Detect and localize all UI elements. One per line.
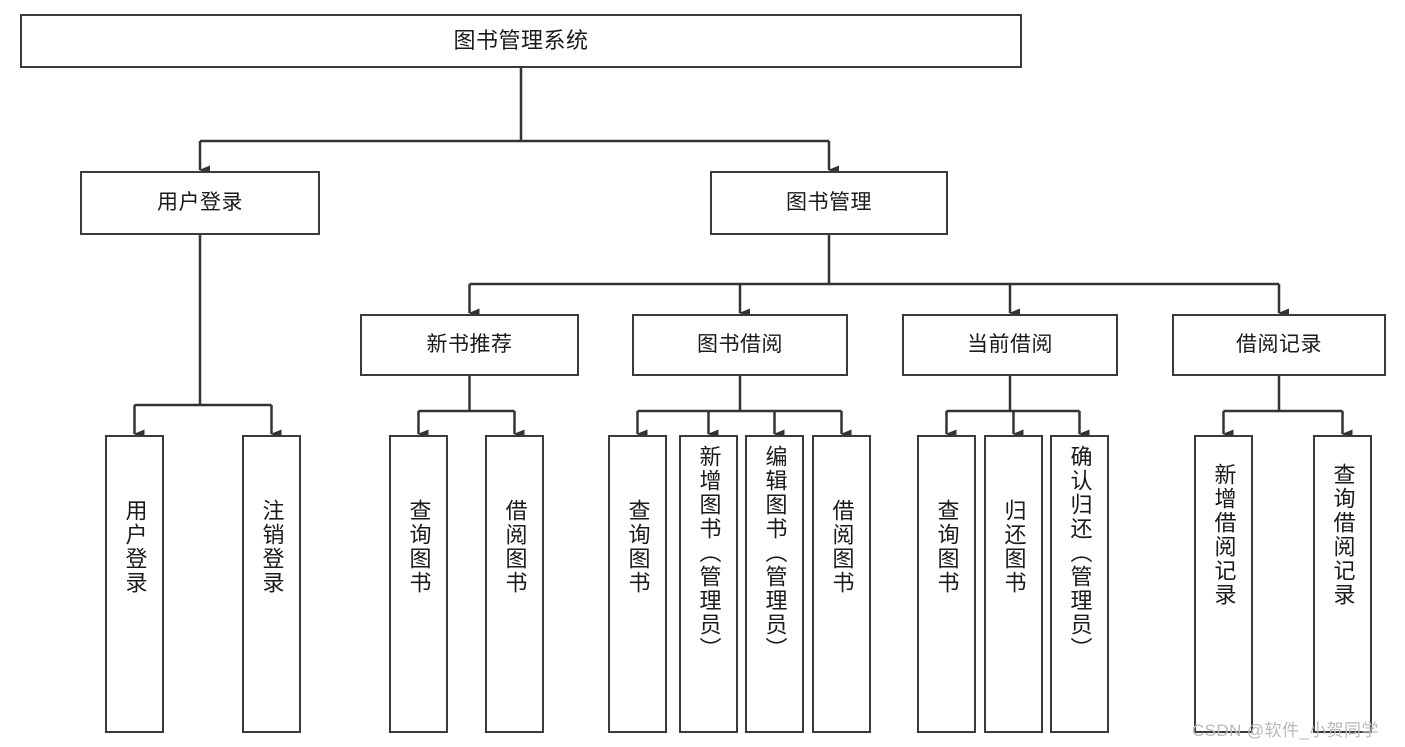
- node-label-leaf-query-book-2: 查询图书: [625, 499, 651, 595]
- node-label-borrow-record: 借阅记录: [1236, 332, 1322, 356]
- node-label-leaf-add-record: 新增借阅记录: [1211, 463, 1237, 607]
- node-label-leaf-edit-book: 编辑图书（管理员）: [762, 445, 788, 661]
- node-root[interactable]: 图书管理系统: [20, 14, 1022, 68]
- node-leaf-add-book[interactable]: 新增图书（管理员）: [679, 435, 738, 733]
- node-user-login[interactable]: 用户登录: [80, 171, 320, 235]
- node-label-leaf-borrow-book-1: 借阅图书: [502, 499, 528, 595]
- node-current-borrow[interactable]: 当前借阅: [902, 314, 1118, 376]
- node-leaf-user-login[interactable]: 用户登录: [105, 435, 164, 733]
- node-label-leaf-user-login: 用户登录: [122, 499, 148, 595]
- node-leaf-return-book[interactable]: 归还图书: [984, 435, 1043, 733]
- node-leaf-query-book-1[interactable]: 查询图书: [389, 435, 448, 733]
- node-leaf-query-record[interactable]: 查询借阅记录: [1313, 435, 1372, 733]
- node-leaf-confirm-return[interactable]: 确认归还（管理员）: [1050, 435, 1109, 733]
- node-label-leaf-borrow-book-2: 借阅图书: [829, 499, 855, 595]
- node-leaf-borrow-book-1[interactable]: 借阅图书: [485, 435, 544, 733]
- node-label-leaf-logout: 注销登录: [259, 499, 285, 595]
- node-label-leaf-return-book: 归还图书: [1001, 499, 1027, 595]
- edge-group: [133, 68, 1353, 439]
- node-label-leaf-add-book: 新增图书（管理员）: [696, 445, 722, 661]
- node-leaf-query-book-2[interactable]: 查询图书: [608, 435, 667, 733]
- node-label-book-manage: 图书管理: [786, 190, 872, 214]
- node-leaf-logout[interactable]: 注销登录: [242, 435, 301, 733]
- node-book-manage[interactable]: 图书管理: [710, 171, 948, 235]
- node-leaf-edit-book[interactable]: 编辑图书（管理员）: [745, 435, 804, 733]
- node-label-new-book-rec: 新书推荐: [426, 332, 513, 356]
- node-leaf-add-record[interactable]: 新增借阅记录: [1194, 435, 1253, 733]
- node-label-current-borrow: 当前借阅: [967, 332, 1053, 356]
- node-label-leaf-query-book-1: 查询图书: [406, 499, 432, 595]
- node-borrow-record[interactable]: 借阅记录: [1172, 314, 1386, 376]
- node-label-leaf-query-record: 查询借阅记录: [1330, 463, 1356, 607]
- node-leaf-borrow-book-2[interactable]: 借阅图书: [812, 435, 871, 733]
- node-leaf-query-book-3[interactable]: 查询图书: [917, 435, 976, 733]
- node-label-leaf-query-book-3: 查询图书: [934, 499, 960, 595]
- node-book-borrow[interactable]: 图书借阅: [632, 314, 848, 376]
- node-label-book-borrow: 图书借阅: [697, 332, 783, 356]
- node-label-user-login: 用户登录: [157, 190, 243, 214]
- node-new-book-rec[interactable]: 新书推荐: [360, 314, 579, 376]
- node-label-leaf-confirm-return: 确认归还（管理员）: [1067, 445, 1093, 661]
- node-label-root: 图书管理系统: [453, 28, 589, 54]
